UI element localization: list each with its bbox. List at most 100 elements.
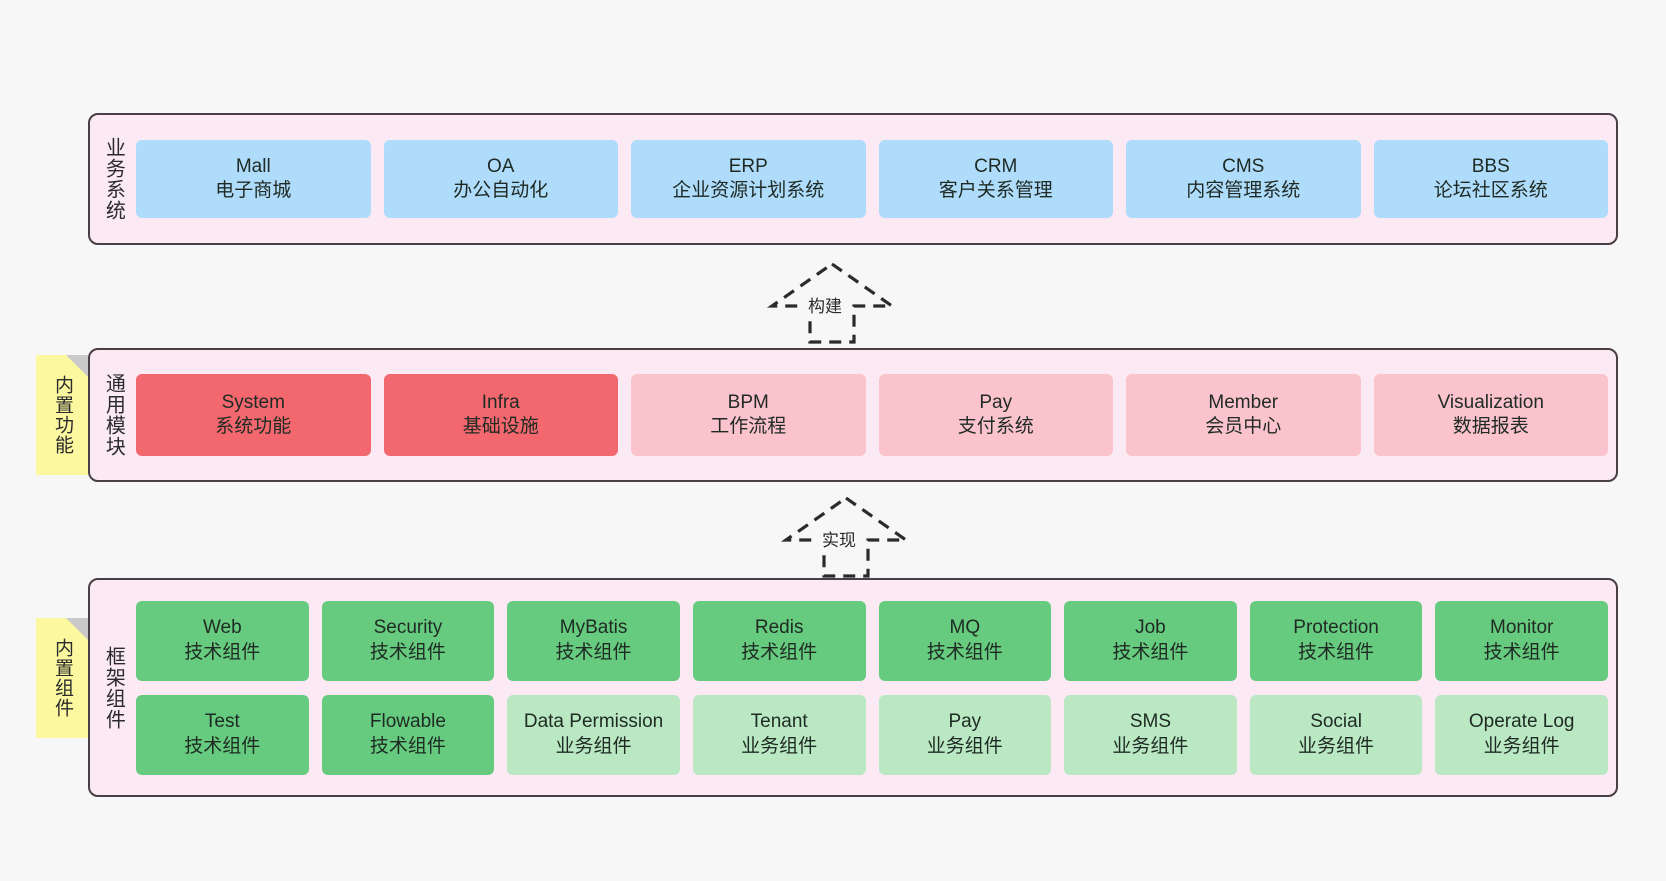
card-visualization-desc: 数据报表: [1452, 416, 1529, 437]
framework-component-card-rows: Web 技术组件 Security 技术组件 MyBatis 技术组件 Redi…: [136, 600, 1608, 775]
card-infra-name: Infra: [481, 391, 520, 413]
note-builtin-function: 内置功能: [36, 355, 88, 475]
card-mybatis-name: MyBatis: [559, 617, 628, 639]
layer-body-common-module: System 系统功能 Infra 基础设施 BPM 工作流程 Pay 支付系统…: [136, 350, 1616, 480]
card-sms[interactable]: SMS 业务组件: [1064, 694, 1237, 775]
card-job-desc: 技术组件: [1112, 641, 1189, 663]
card-monitor-desc: 技术组件: [1483, 641, 1560, 663]
card-sms-desc: 业务组件: [1112, 735, 1189, 757]
card-pay-component-name: Pay: [948, 711, 982, 733]
business-system-card-row: Mall 电子商城 OA 办公自动化 ERP 企业资源计划系统 CRM 客户关系…: [136, 140, 1608, 218]
card-monitor-name: Monitor: [1490, 617, 1554, 639]
layer-common-module: 通用模块 System 系统功能 Infra 基础设施 BPM 工作流程 Pay: [88, 348, 1618, 482]
card-bpm[interactable]: BPM 工作流程: [631, 374, 866, 456]
card-sms-name: SMS: [1129, 711, 1172, 733]
card-visualization-name: Visualization: [1437, 391, 1544, 413]
card-test[interactable]: Test 技术组件: [136, 694, 309, 775]
card-web-desc: 技术组件: [184, 641, 261, 663]
card-oa-name: OA: [487, 155, 515, 177]
connector-implement-label: 实现: [818, 524, 860, 553]
card-operate-log-desc: 业务组件: [1483, 735, 1560, 757]
card-operate-log[interactable]: Operate Log 业务组件: [1435, 694, 1608, 775]
layer-business-system: 业务系统 Mall 电子商城 OA 办公自动化 ERP 企业资源计划系统 CRM: [88, 113, 1618, 245]
layer-framework-component: 框架组件 Web 技术组件 Security 技术组件 MyBatis 技术组: [88, 578, 1618, 797]
card-test-name: Test: [204, 711, 240, 733]
card-pay-module-desc: 支付系统: [957, 416, 1034, 437]
layer-title-business-system: 业务系统: [102, 137, 125, 221]
card-bbs-name: BBS: [1471, 155, 1510, 177]
card-job[interactable]: Job 技术组件: [1064, 600, 1237, 681]
card-test-desc: 技术组件: [184, 735, 261, 757]
card-monitor[interactable]: Monitor 技术组件: [1435, 600, 1608, 681]
card-security-name: Security: [373, 617, 443, 639]
connector-build-arrow: [766, 262, 898, 344]
card-oa[interactable]: OA 办公自动化: [383, 140, 618, 218]
card-social[interactable]: Social 业务组件: [1249, 694, 1423, 775]
card-oa-desc: 办公自动化: [453, 180, 549, 201]
framework-component-row-1: Web 技术组件 Security 技术组件 MyBatis 技术组件 Redi…: [136, 600, 1608, 681]
card-redis-desc: 技术组件: [741, 641, 818, 663]
card-bbs[interactable]: BBS 论坛社区系统: [1373, 140, 1608, 218]
card-web[interactable]: Web 技术组件: [136, 600, 309, 681]
card-mybatis[interactable]: MyBatis 技术组件: [507, 600, 680, 681]
card-crm-name: CRM: [974, 155, 1018, 177]
card-crm[interactable]: CRM 客户关系管理: [878, 140, 1113, 218]
card-mq[interactable]: MQ 技术组件: [878, 600, 1052, 681]
card-web-name: Web: [202, 617, 242, 639]
card-system-desc: 系统功能: [215, 416, 292, 437]
card-pay-module-name: Pay: [979, 391, 1013, 413]
card-redis[interactable]: Redis 技术组件: [692, 600, 866, 681]
card-member-name: Member: [1208, 391, 1279, 413]
card-erp[interactable]: ERP 企业资源计划系统: [631, 140, 866, 218]
card-flowable-name: Flowable: [369, 711, 446, 733]
card-pay-module[interactable]: Pay 支付系统: [878, 374, 1113, 456]
card-mall[interactable]: Mall 电子商城: [136, 140, 371, 218]
card-security-desc: 技术组件: [369, 641, 446, 663]
note-builtin-function-label: 内置功能: [52, 375, 74, 455]
card-pay-component[interactable]: Pay 业务组件: [878, 694, 1052, 775]
card-protection-desc: 技术组件: [1298, 641, 1375, 663]
card-protection[interactable]: Protection 技术组件: [1249, 600, 1423, 681]
card-infra[interactable]: Infra 基础设施: [383, 374, 618, 456]
card-tenant-name: Tenant: [750, 711, 808, 733]
connector-implement: 实现: [766, 492, 926, 582]
card-social-desc: 业务组件: [1298, 735, 1375, 757]
card-mq-name: MQ: [949, 617, 981, 639]
card-pay-component-desc: 业务组件: [926, 735, 1003, 757]
card-redis-name: Redis: [754, 617, 804, 639]
card-mall-name: Mall: [235, 155, 271, 177]
card-bpm-name: BPM: [727, 391, 769, 413]
card-bbs-desc: 论坛社区系统: [1433, 180, 1548, 201]
layer-body-business-system: Mall 电子商城 OA 办公自动化 ERP 企业资源计划系统 CRM 客户关系…: [136, 115, 1616, 243]
layer-title-common-module: 通用模块: [102, 373, 125, 457]
card-cms-desc: 内容管理系统: [1186, 180, 1301, 201]
card-security[interactable]: Security 技术组件: [321, 600, 495, 681]
card-cms[interactable]: CMS 内容管理系统: [1126, 140, 1361, 218]
card-visualization[interactable]: Visualization 数据报表: [1373, 374, 1608, 456]
card-bpm-desc: 工作流程: [710, 416, 787, 437]
card-system[interactable]: System 系统功能: [136, 374, 371, 456]
card-infra-desc: 基础设施: [462, 416, 539, 437]
card-flowable[interactable]: Flowable 技术组件: [321, 694, 495, 775]
common-module-card-row: System 系统功能 Infra 基础设施 BPM 工作流程 Pay 支付系统…: [136, 374, 1608, 456]
layer-body-framework-component: Web 技术组件 Security 技术组件 MyBatis 技术组件 Redi…: [136, 580, 1616, 795]
card-erp-name: ERP: [728, 155, 768, 177]
card-tenant[interactable]: Tenant 业务组件: [692, 694, 866, 775]
card-crm-desc: 客户关系管理: [938, 180, 1053, 201]
connector-build: 构建: [752, 258, 912, 348]
card-data-permission[interactable]: Data Permission 业务组件: [507, 694, 680, 775]
card-operate-log-name: Operate Log: [1468, 711, 1575, 733]
card-data-permission-name: Data Permission: [523, 711, 664, 733]
card-social-name: Social: [1310, 711, 1362, 733]
connector-implement-arrow: [780, 496, 912, 578]
card-mybatis-desc: 技术组件: [555, 641, 632, 663]
card-flowable-desc: 技术组件: [369, 735, 446, 757]
card-system-name: System: [221, 391, 285, 413]
card-member-desc: 会员中心: [1205, 416, 1282, 437]
card-mq-desc: 技术组件: [926, 641, 1003, 663]
card-data-permission-desc: 业务组件: [555, 735, 632, 757]
card-member[interactable]: Member 会员中心: [1126, 374, 1361, 456]
card-tenant-desc: 业务组件: [741, 735, 818, 757]
layer-title-framework-component: 框架组件: [102, 645, 125, 730]
